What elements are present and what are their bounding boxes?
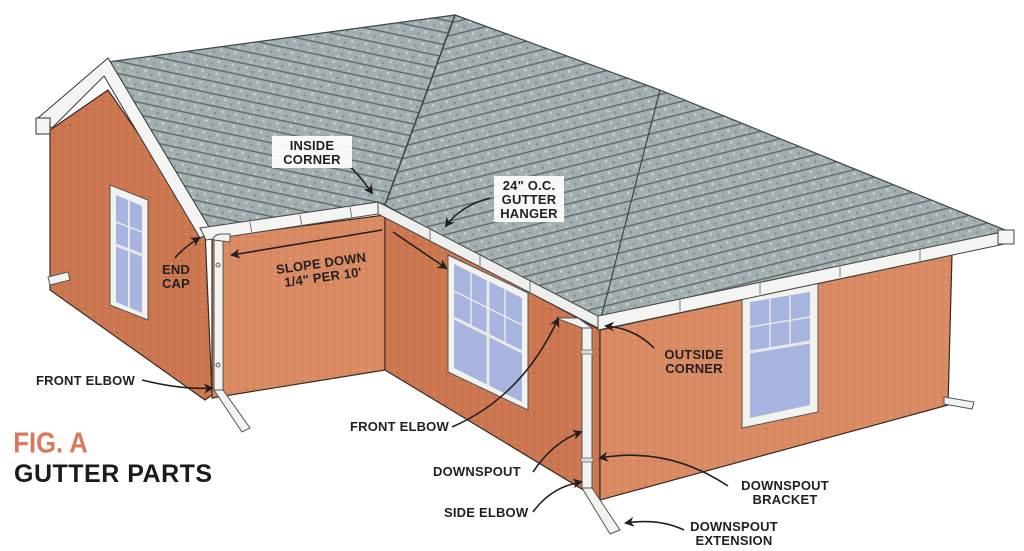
label-end-cap: END CAP (162, 262, 190, 291)
right-window (741, 282, 819, 429)
left-downspout (213, 233, 251, 433)
label-gutter-hanger: 24" O.C. GUTTER HANGER (494, 176, 564, 222)
figure-title: FIG. A GUTTER PARTS (13, 427, 212, 488)
svg-text:DOWNSPOUT: DOWNSPOUT (741, 478, 829, 493)
svg-text:HANGER: HANGER (500, 206, 558, 221)
label-downspout-bracket: DOWNSPOUT BRACKET (741, 478, 829, 507)
svg-text:CAP: CAP (162, 276, 190, 291)
left-extension-stub (47, 271, 71, 286)
center-window (447, 254, 529, 411)
svg-text:INSIDE: INSIDE (290, 138, 335, 153)
svg-text:FIG. A: FIG. A (13, 427, 88, 458)
roof (107, 14, 1013, 323)
label-downspout-extension: DOWNSPOUT EXTENSION (690, 519, 778, 548)
label-inside-corner: INSIDE CORNER (272, 136, 352, 168)
svg-text:FRONT ELBOW: FRONT ELBOW (350, 419, 449, 434)
label-side-elbow: SIDE ELBOW (444, 505, 529, 520)
svg-text:DOWNSPOUT: DOWNSPOUT (690, 519, 778, 534)
svg-text:OUTSIDE: OUTSIDE (664, 347, 723, 362)
right-extension-stub (943, 396, 975, 410)
label-outside-corner: OUTSIDE CORNER (664, 347, 723, 376)
left-window (109, 184, 149, 321)
svg-text:BRACKET: BRACKET (753, 492, 818, 507)
gutter-system (199, 201, 1015, 331)
label-front-elbow-center: FRONT ELBOW (350, 419, 449, 434)
svg-text:CORNER: CORNER (665, 361, 723, 376)
svg-text:GUTTER: GUTTER (502, 192, 557, 207)
right-downspout (555, 317, 621, 535)
label-downspout: DOWNSPOUT (433, 464, 521, 479)
svg-text:END: END (162, 262, 190, 277)
svg-text:EXTENSION: EXTENSION (696, 533, 773, 548)
label-front-elbow-left: FRONT ELBOW (36, 373, 135, 388)
svg-text:FRONT ELBOW: FRONT ELBOW (36, 373, 135, 388)
leader-lines (141, 164, 729, 531)
svg-text:SIDE ELBOW: SIDE ELBOW (444, 505, 529, 520)
svg-text:DOWNSPOUT: DOWNSPOUT (433, 464, 521, 479)
svg-text:GUTTER PARTS: GUTTER PARTS (14, 460, 213, 488)
svg-text:CORNER: CORNER (283, 152, 341, 167)
svg-text:24" O.C.: 24" O.C. (503, 178, 556, 193)
